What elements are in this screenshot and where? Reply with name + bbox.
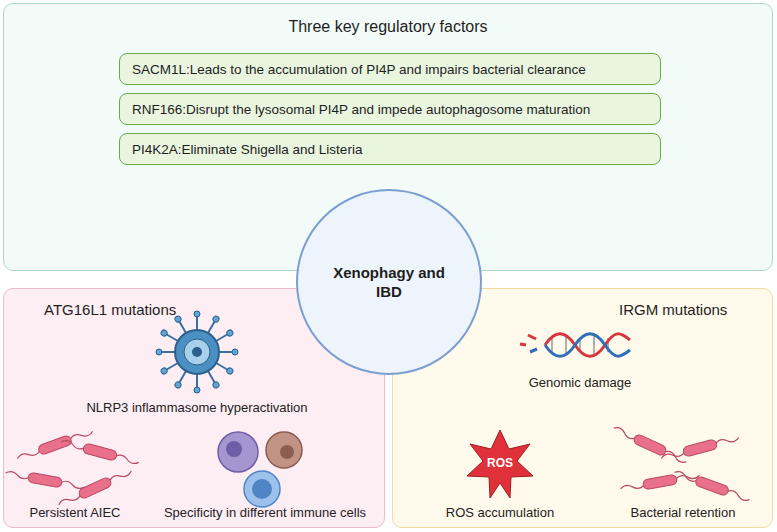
icon-caption: ROS accumulation <box>420 505 580 520</box>
box-text: RNF166:Disrupt the lysosomal PI4P and im… <box>132 102 590 117</box>
factor-box: PI4K2A:Eliminate Shigella and Listeria <box>119 133 661 165</box>
center-circle: Xenophagy and IBD <box>296 189 482 375</box>
icon-caption: Specificity in different immune cells <box>145 505 385 520</box>
panel-title: Three key regulatory factors <box>4 4 772 36</box>
panel-title: IRGM mutations <box>619 301 727 318</box>
box-text: SACM1L:Leads to the accumulation of PI4P… <box>132 62 586 77</box>
icon-caption: Persistent AIEC <box>5 505 145 520</box>
icon-caption: Genomic damage <box>480 375 680 390</box>
factor-box: RNF166:Disrupt the lysosomal PI4P and im… <box>119 93 661 125</box>
icon-caption: Bacterial retention <box>603 505 763 520</box>
icon-caption: NLRP3 inflammasome hyperactivation <box>67 400 327 415</box>
panel-title: ATG16L1 mutations <box>44 301 176 318</box>
center-title: Xenophagy and IBD <box>329 263 449 302</box>
box-text: PI4K2A:Eliminate Shigella and Listeria <box>132 142 362 157</box>
icon-text: ROS <box>470 456 530 470</box>
factor-box: SACM1L:Leads to the accumulation of PI4P… <box>119 53 661 85</box>
